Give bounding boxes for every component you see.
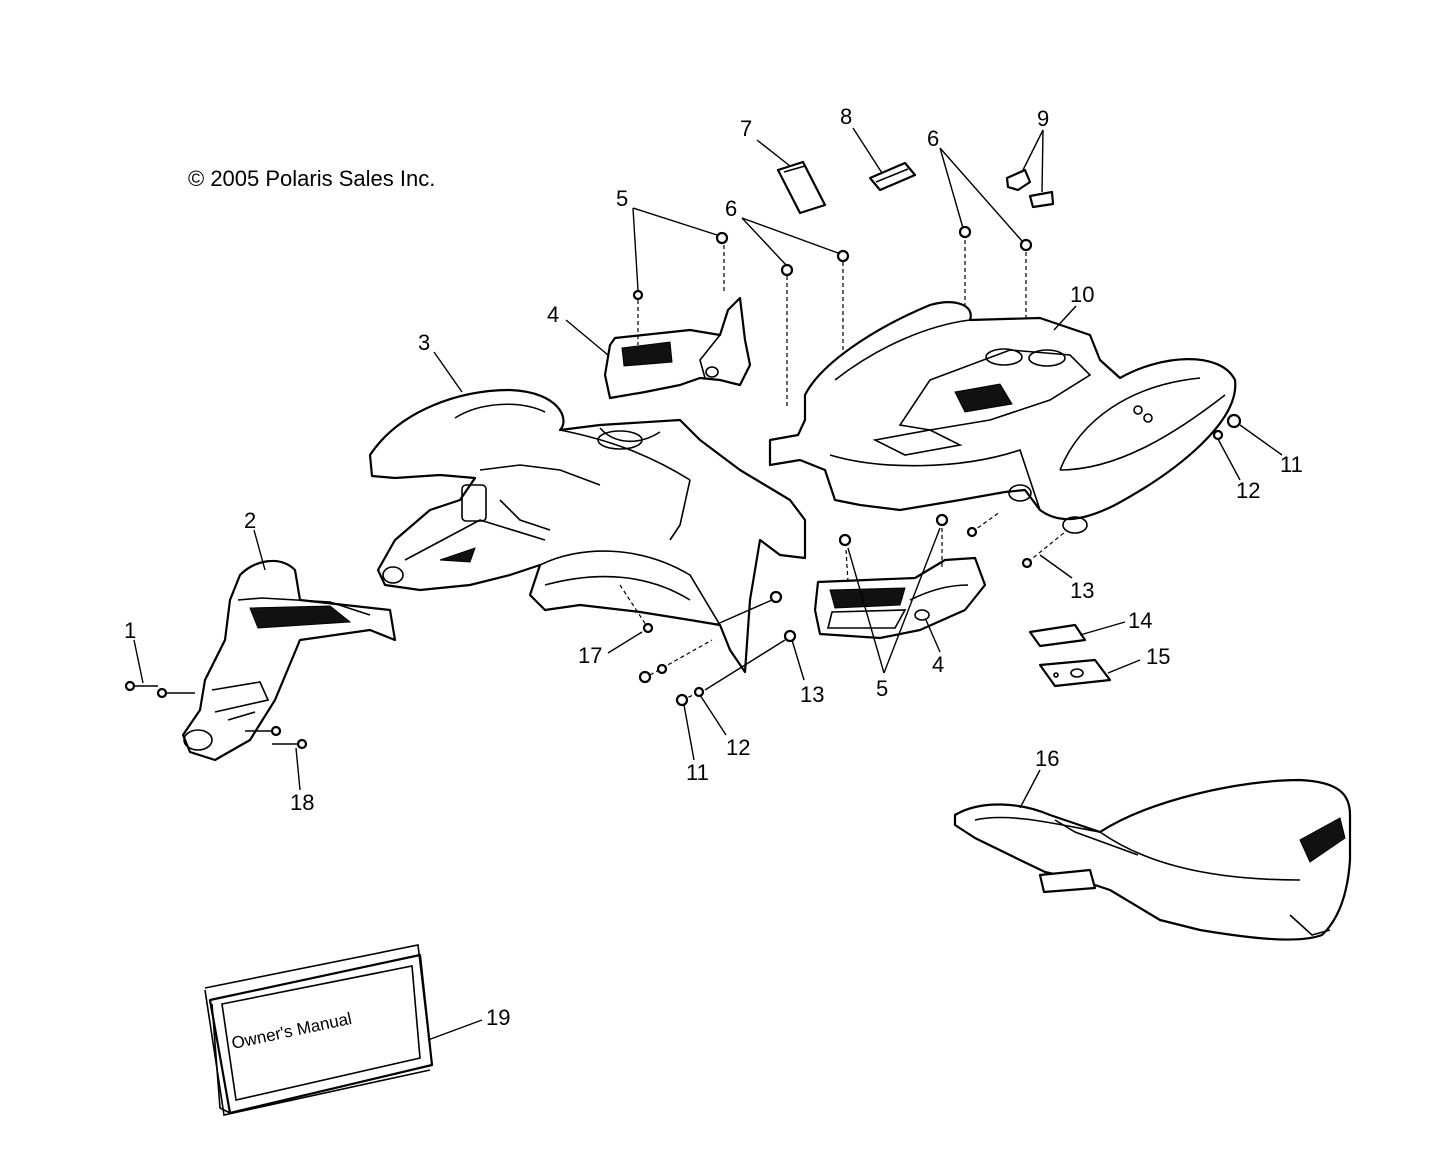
- callout-11-rear: 11: [1280, 452, 1303, 477]
- copyright-notice: © 2005 Polaris Sales Inc.: [188, 166, 435, 191]
- callout-4-left: 4: [547, 302, 559, 327]
- callout-13-rear: 13: [1070, 578, 1094, 603]
- part-front-bumper: [181, 559, 397, 762]
- callout-6-center: 6: [725, 196, 737, 221]
- leader-lines: [133, 127, 1283, 1041]
- part-9-caps: [1005, 168, 1055, 209]
- callout-2: 2: [244, 508, 256, 533]
- callout-8: 8: [840, 104, 852, 129]
- callout-5-top: 5: [616, 186, 628, 211]
- part-rear-fender: [768, 301, 1237, 534]
- callout-1: 1: [124, 618, 136, 643]
- part-bolts-18: [245, 725, 308, 750]
- callout-13-front: 13: [800, 682, 824, 707]
- part-14-pad: [1028, 623, 1087, 648]
- callout-11-front: 11: [686, 760, 709, 785]
- part-owners-manual: Owner's Manual: [204, 944, 434, 1116]
- part-bolts-1: [124, 680, 195, 699]
- part-front-fender: [368, 388, 807, 674]
- callout-19: 19: [486, 1005, 510, 1030]
- callout-10: 10: [1070, 282, 1094, 307]
- part-7-bracket: [776, 160, 827, 215]
- part-front-hardware: [619, 584, 797, 707]
- callout-15: 15: [1146, 644, 1170, 669]
- part-side-panel-left: [603, 231, 752, 400]
- callout-5-bottom: 5: [876, 676, 888, 701]
- callout-18: 18: [290, 790, 314, 815]
- callout-7: 7: [740, 116, 752, 141]
- callout-12-front: 12: [726, 735, 750, 760]
- part-15-plate: [1038, 658, 1112, 688]
- part-rear-bolts: [966, 511, 1066, 569]
- callout-3: 3: [418, 330, 430, 355]
- callout-12-rear: 12: [1236, 478, 1260, 503]
- callout-4-right: 4: [932, 652, 944, 677]
- part-seat: [953, 778, 1352, 941]
- part-side-panel-right: [813, 513, 987, 640]
- callout-14: 14: [1128, 608, 1152, 633]
- part-8-clip: [868, 161, 917, 192]
- callout-6-right: 6: [927, 126, 939, 151]
- callout-16: 16: [1035, 746, 1059, 771]
- callout-9: 9: [1037, 106, 1049, 131]
- callout-17: 17: [578, 643, 602, 668]
- callout-labels: 1 2 3 4 5 6 7 8 6 9 10 11 12 13 14 15 4 …: [124, 104, 1303, 1030]
